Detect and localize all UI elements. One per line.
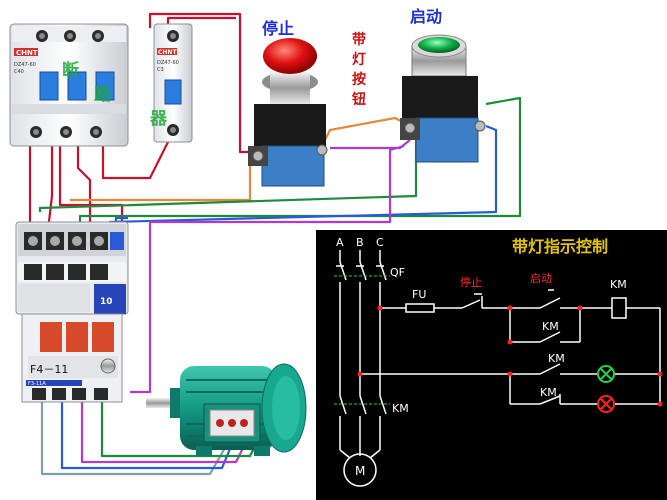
- main-breaker-brand: CHNT: [16, 49, 38, 57]
- green-indicator-lamp: [597, 365, 615, 383]
- three-phase-motor: [146, 363, 307, 456]
- contactor-number: 10: [100, 297, 113, 307]
- wire-green-2: [78, 96, 522, 230]
- km-coil-label: KM: [610, 278, 627, 291]
- schematic-junctions: [357, 305, 663, 407]
- schematic-background: [316, 230, 667, 500]
- fu-label: FU: [412, 288, 426, 301]
- schematic-dashed-links: [334, 275, 390, 405]
- phase-b-label: B: [356, 236, 364, 249]
- main-breaker-lever-3[interactable]: [95, 71, 115, 101]
- relay-model: F4－11: [30, 363, 68, 376]
- main-breaker-rating: C40: [14, 69, 24, 75]
- watermark-char-3: 器: [149, 109, 168, 129]
- relay-brand: F3-11A: [28, 381, 46, 387]
- km-main-contact-label: KM: [392, 402, 409, 415]
- motor-symbol-label: M: [355, 464, 365, 478]
- ctrl-breaker-lever[interactable]: [164, 79, 182, 105]
- km-red-lamp-contact-label: KM: [540, 386, 557, 399]
- main-breaker-lever-2[interactable]: [67, 71, 87, 101]
- start-button-cap[interactable]: [418, 37, 460, 53]
- ctrl-breaker-brand: CHNT: [158, 49, 177, 56]
- lamp-caption-char-2: 灯: [352, 51, 366, 68]
- schematic-stop-label: 停止: [460, 275, 482, 289]
- wire-orange-2: [319, 116, 411, 151]
- schematic-lines: [336, 250, 661, 487]
- lamp-caption-char-1: 带: [352, 32, 366, 48]
- phase-c-label: C: [376, 236, 384, 249]
- stop-button-cap[interactable]: [263, 38, 317, 74]
- wire-grey-1: [40, 400, 227, 476]
- schematic-title: 带灯指示控制: [512, 237, 608, 256]
- red-indicator-lamp: [597, 395, 615, 413]
- schematic-panel: 带灯指示控制 A B C: [316, 230, 667, 500]
- wire-magenta-3: [80, 400, 247, 464]
- lamp-button-caption: 带 灯 按 钮: [351, 32, 366, 108]
- watermark-char-1: 断: [62, 60, 79, 81]
- km-hold-label: KM: [542, 320, 559, 333]
- control-circuit-breaker: CHNT DZ47-60 C3 器: [149, 23, 193, 143]
- start-button-label: 启动: [410, 7, 442, 26]
- main-circuit-breaker: CHNT DZ47-60 C40 断 路: [9, 23, 129, 147]
- watermark-char-2: 路: [94, 84, 112, 105]
- ctrl-breaker-rating: C3: [157, 67, 164, 73]
- stop-push-button[interactable]: 停止: [248, 19, 328, 187]
- km-green-lamp-contact-label: KM: [548, 352, 565, 365]
- main-breaker-lever-1[interactable]: [39, 71, 59, 101]
- stop-button-label: 停止: [262, 19, 294, 38]
- relay-reset-knob[interactable]: [100, 358, 116, 374]
- wire-red-ctrl-2: [166, 16, 236, 24]
- wire-green-1: [38, 136, 418, 212]
- wire-red-ctrl: [148, 12, 262, 154]
- wire-magenta-2: [130, 144, 405, 394]
- wire-orange-1: [70, 156, 263, 202]
- wire-red-b: [46, 138, 54, 231]
- thermal-overload-relay: F4－11 F3-11A: [21, 313, 123, 403]
- phase-a-label: A: [336, 236, 344, 249]
- ac-contactor: 10: [15, 221, 129, 315]
- start-push-button[interactable]: 启动: [400, 7, 486, 163]
- ctrl-breaker-model: DZ47-60: [157, 60, 179, 66]
- qf-label: QF: [390, 266, 405, 279]
- main-breaker-model: DZ47-60: [14, 62, 36, 68]
- schematic-start-label: 启动: [530, 272, 552, 285]
- wire-red-d: [101, 138, 169, 180]
- lamp-caption-char-3: 按: [352, 71, 366, 88]
- lamp-caption-char-4: 钮: [351, 91, 366, 108]
